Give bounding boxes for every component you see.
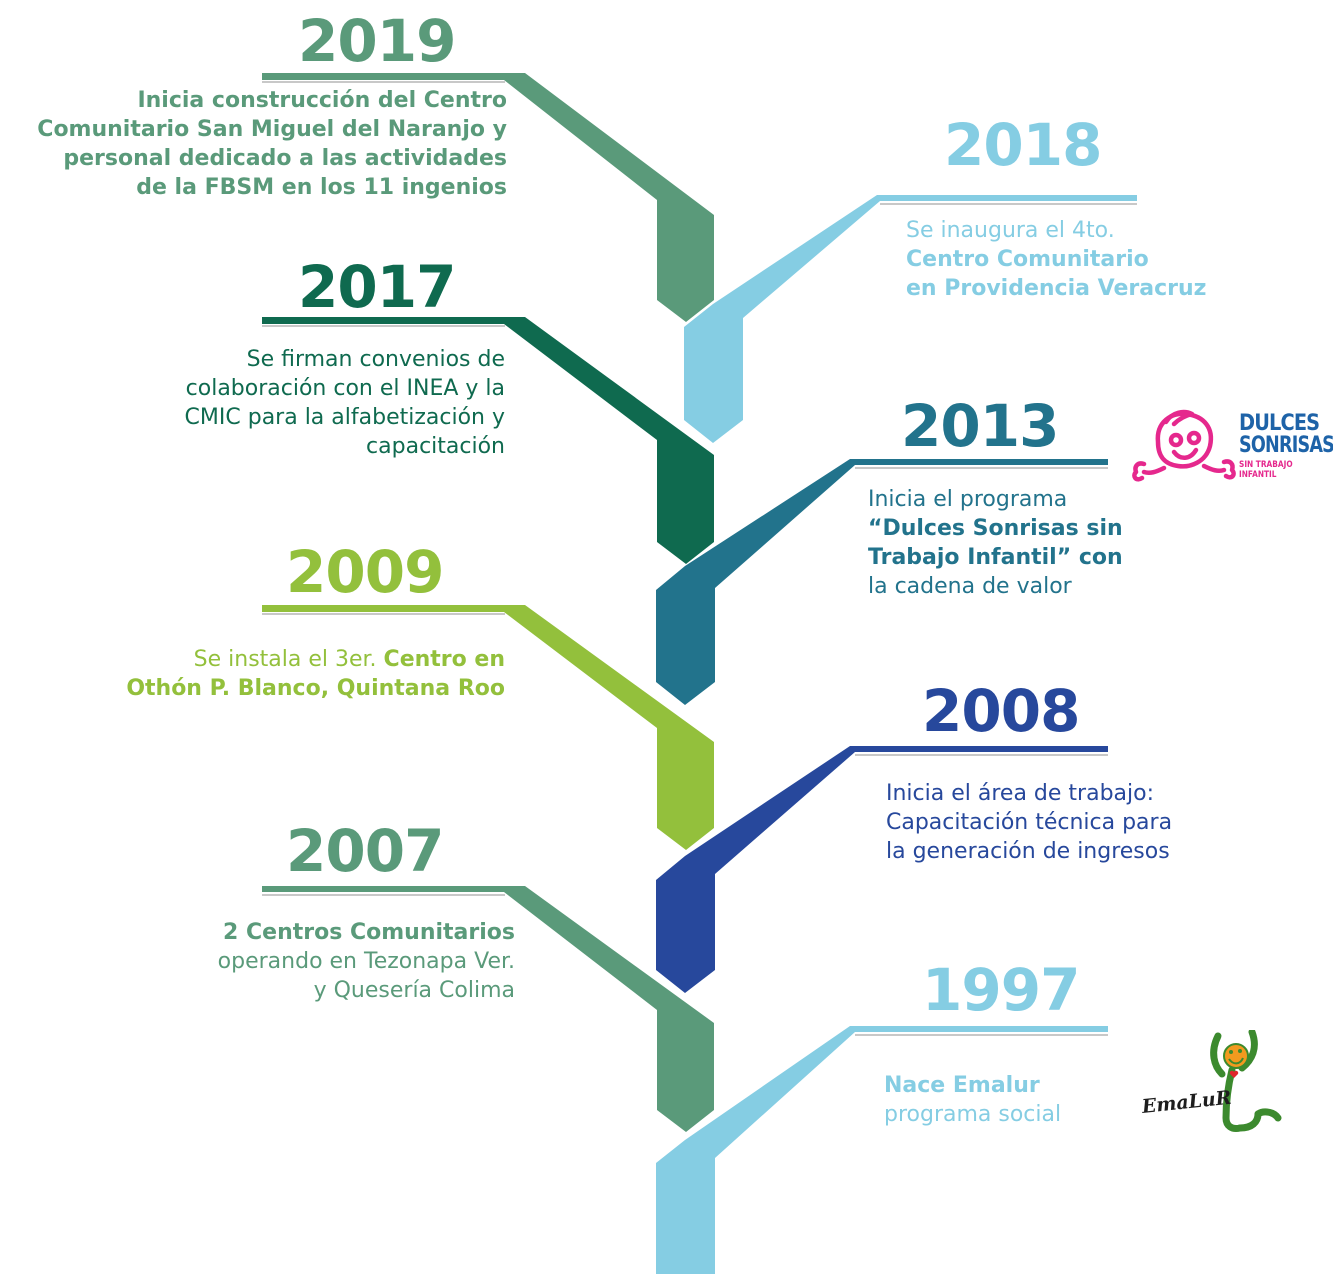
year-2017: 2017 [298, 253, 456, 321]
event-2008-description: Inicia el área de trabajo: Capacitación … [886, 779, 1172, 866]
event-2013-line: Inicia el programa [868, 487, 1068, 512]
event-2007-line: 2 Centros Comunitarios [223, 920, 515, 945]
event-2008-line: Inicia el área de trabajo: [886, 781, 1154, 806]
event-2013-line: “Dulces Sonrisas sin [868, 516, 1123, 541]
emalur-mascot-icon [1210, 1030, 1282, 1132]
dulces-sonrisas-logo: DULCES SONRISAS SIN TRABAJO INFANTIL [1128, 406, 1333, 486]
dulces-logo-line2: SONRISAS [1239, 433, 1333, 458]
event-2009-line: Othón P. Blanco, Quintana Roo [126, 676, 505, 701]
event-1997-line: programa social [884, 1102, 1062, 1127]
event-2019-description: Inicia construcción del Centro Comunitar… [37, 86, 507, 202]
segment-2019 [262, 73, 714, 322]
event-2013-description: Inicia el programa “Dulces Sonrisas sin … [868, 485, 1123, 601]
year-2019: 2019 [298, 7, 456, 75]
event-2017-line: colaboración con el INEA y la [185, 376, 505, 401]
event-2019-line: Comunitario San Miguel del Naranjo y [37, 117, 507, 142]
event-2018-line: Se inaugura el 4to. [906, 218, 1115, 243]
year-2018: 2018 [944, 111, 1102, 179]
emalur-logo: EmaLuR [1140, 1030, 1290, 1134]
event-2019-line: personal dedicado a las actividades [63, 146, 507, 171]
event-2007-line: operando en Tezonapa Ver. [217, 949, 515, 974]
event-2009-description: Se instala el 3er. Centro en Othón P. Bl… [126, 645, 505, 703]
segment-2007 [262, 886, 714, 1132]
event-2009-line-part: Se instala el 3er. [193, 647, 384, 672]
event-2009-line: Se instala el 3er. Centro en [126, 645, 505, 674]
segment-2018 [684, 195, 1137, 443]
event-2018-line: en Providencia Veracruz [906, 276, 1207, 301]
segment-1997 [656, 1026, 1108, 1274]
event-1997-description: Nace Emalur programa social [884, 1071, 1061, 1129]
event-2008-line: la generación de ingresos [886, 839, 1170, 864]
year-1997: 1997 [922, 956, 1080, 1024]
event-2019-line: Inicia construcción del Centro [137, 88, 507, 113]
segment-2009 [262, 605, 714, 850]
event-1997-line: Nace Emalur [884, 1073, 1040, 1098]
year-2008: 2008 [922, 677, 1080, 745]
dulces-logo-line1: DULCES [1239, 411, 1320, 436]
smiling-child-icon [1132, 409, 1236, 482]
year-2013: 2013 [901, 392, 1059, 460]
event-2007-description: 2 Centros Comunitarios operando en Tezon… [218, 918, 515, 1005]
year-2009: 2009 [286, 538, 444, 606]
segment-2013 [656, 459, 1108, 705]
event-2017-line: capacitación [366, 434, 505, 459]
emalur-face [1223, 1043, 1249, 1069]
event-2018-line: Centro Comunitario [906, 247, 1149, 272]
event-2018-description: Se inaugura el 4to. Centro Comunitario e… [906, 216, 1206, 303]
event-2013-line: Trabajo Infantil” con [868, 543, 1123, 572]
dulces-logo-line3: SIN TRABAJO INFANTIL [1239, 460, 1293, 480]
event-2017-description: Se firman convenios de colaboración con … [185, 345, 505, 461]
event-2008-line: Capacitación técnica para [886, 810, 1173, 835]
year-2007: 2007 [286, 817, 444, 885]
event-2019-line: de la FBSM en los 11 ingenios [136, 175, 507, 200]
event-2013-line: la cadena de valor [868, 574, 1072, 599]
event-2017-line: Se firman convenios de [246, 347, 505, 372]
segment-2017 [262, 317, 714, 564]
event-2009-line-bold: Centro en [383, 647, 505, 672]
event-2013-line-bold: Trabajo Infantil” con [868, 545, 1123, 570]
event-2017-line: CMIC para la alfabetización y [184, 405, 505, 430]
event-2007-line: y Quesería Colima [313, 978, 515, 1003]
segment-2008 [656, 746, 1108, 993]
